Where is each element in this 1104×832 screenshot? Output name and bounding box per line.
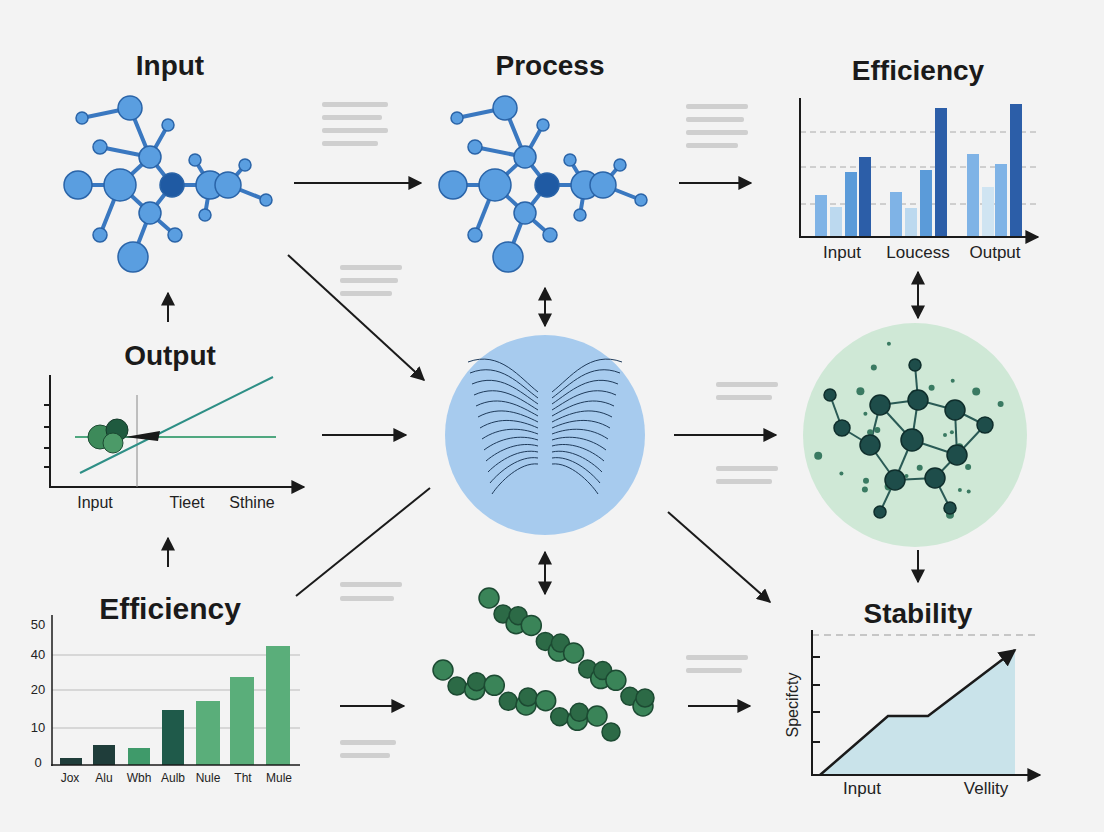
stroke [552, 420, 610, 428]
bead [484, 675, 504, 695]
axis-label: Loucess [886, 244, 949, 263]
axis-label: 10 [31, 721, 45, 735]
stroke [492, 464, 538, 494]
flow-arrow [679, 182, 751, 184]
stroke [552, 391, 616, 410]
bead [521, 615, 541, 635]
stroke [552, 464, 598, 494]
stroke [480, 420, 538, 428]
stroke [468, 359, 538, 392]
flow-arrow [294, 182, 421, 184]
axis-label: Alu [95, 772, 112, 785]
dot [958, 488, 962, 492]
dot [951, 379, 955, 383]
bead [468, 673, 486, 691]
stroke [488, 451, 538, 472]
stroke [486, 444, 538, 461]
bead [606, 670, 626, 690]
axis-label: 40 [31, 648, 45, 662]
axis-label: Vellity [964, 780, 1008, 799]
panel-heading: Input [49, 50, 291, 82]
dot [863, 478, 869, 484]
bead [551, 708, 569, 726]
bead [570, 703, 588, 721]
stroke [552, 370, 620, 398]
dot [862, 487, 868, 493]
flow-arrow [167, 293, 169, 322]
flow-arrow [167, 538, 169, 567]
axis-label: Input [77, 494, 113, 512]
axis-label: 20 [31, 683, 45, 697]
panel: Input [49, 40, 291, 290]
bead [433, 660, 453, 680]
axis-label: Jox [61, 772, 80, 785]
axis-label: Input [823, 244, 861, 263]
dot [972, 388, 980, 396]
panel: Efficiency [754, 45, 1082, 250]
dot [967, 490, 971, 494]
stroke [552, 444, 604, 461]
dot [874, 427, 880, 433]
dot [998, 401, 1004, 407]
bead [448, 677, 466, 695]
axis-label: 50 [31, 618, 45, 632]
bead [519, 688, 537, 706]
axis-label: Specifcty [784, 673, 802, 738]
bead [636, 689, 654, 707]
axis-label: 0 [34, 756, 41, 770]
panel-heading: Efficiency [24, 592, 316, 627]
dot [917, 465, 923, 471]
bead [499, 692, 517, 710]
axis-label: Nule [196, 772, 221, 785]
dot [863, 412, 867, 416]
dot [814, 452, 822, 460]
dot [871, 365, 877, 371]
bead [602, 723, 620, 741]
panel-heading: Efficiency [754, 55, 1082, 87]
dot [856, 387, 864, 395]
axis-label: Wbh [127, 772, 152, 785]
panel-heading: Stability [784, 598, 1052, 630]
dot [943, 433, 947, 437]
bead [479, 588, 499, 608]
stroke [474, 391, 538, 410]
stroke [552, 437, 606, 450]
stroke [470, 370, 538, 398]
stroke [552, 458, 600, 483]
stroke [484, 437, 538, 450]
dot [950, 430, 954, 434]
axis-label: Output [969, 244, 1020, 263]
panel-heading: Process [424, 50, 676, 82]
dot [887, 342, 891, 346]
stroke [490, 458, 538, 483]
panel-heading: Output [29, 340, 311, 372]
axis-label: Sthine [229, 494, 274, 512]
stroke [552, 359, 622, 392]
panel: Process [424, 40, 676, 290]
axis-label: Tieet [170, 494, 205, 512]
axis-label: Input [843, 780, 881, 799]
bead [536, 691, 556, 711]
dot [965, 464, 971, 470]
axis-label: Tht [234, 772, 251, 785]
bead [564, 643, 584, 663]
dot [929, 385, 935, 391]
panel: Stability [784, 590, 1052, 790]
dot [839, 471, 843, 475]
axis-label: Aulb [161, 772, 185, 785]
bead [587, 706, 607, 726]
axis-label: Mule [266, 772, 292, 785]
stroke [552, 451, 602, 472]
